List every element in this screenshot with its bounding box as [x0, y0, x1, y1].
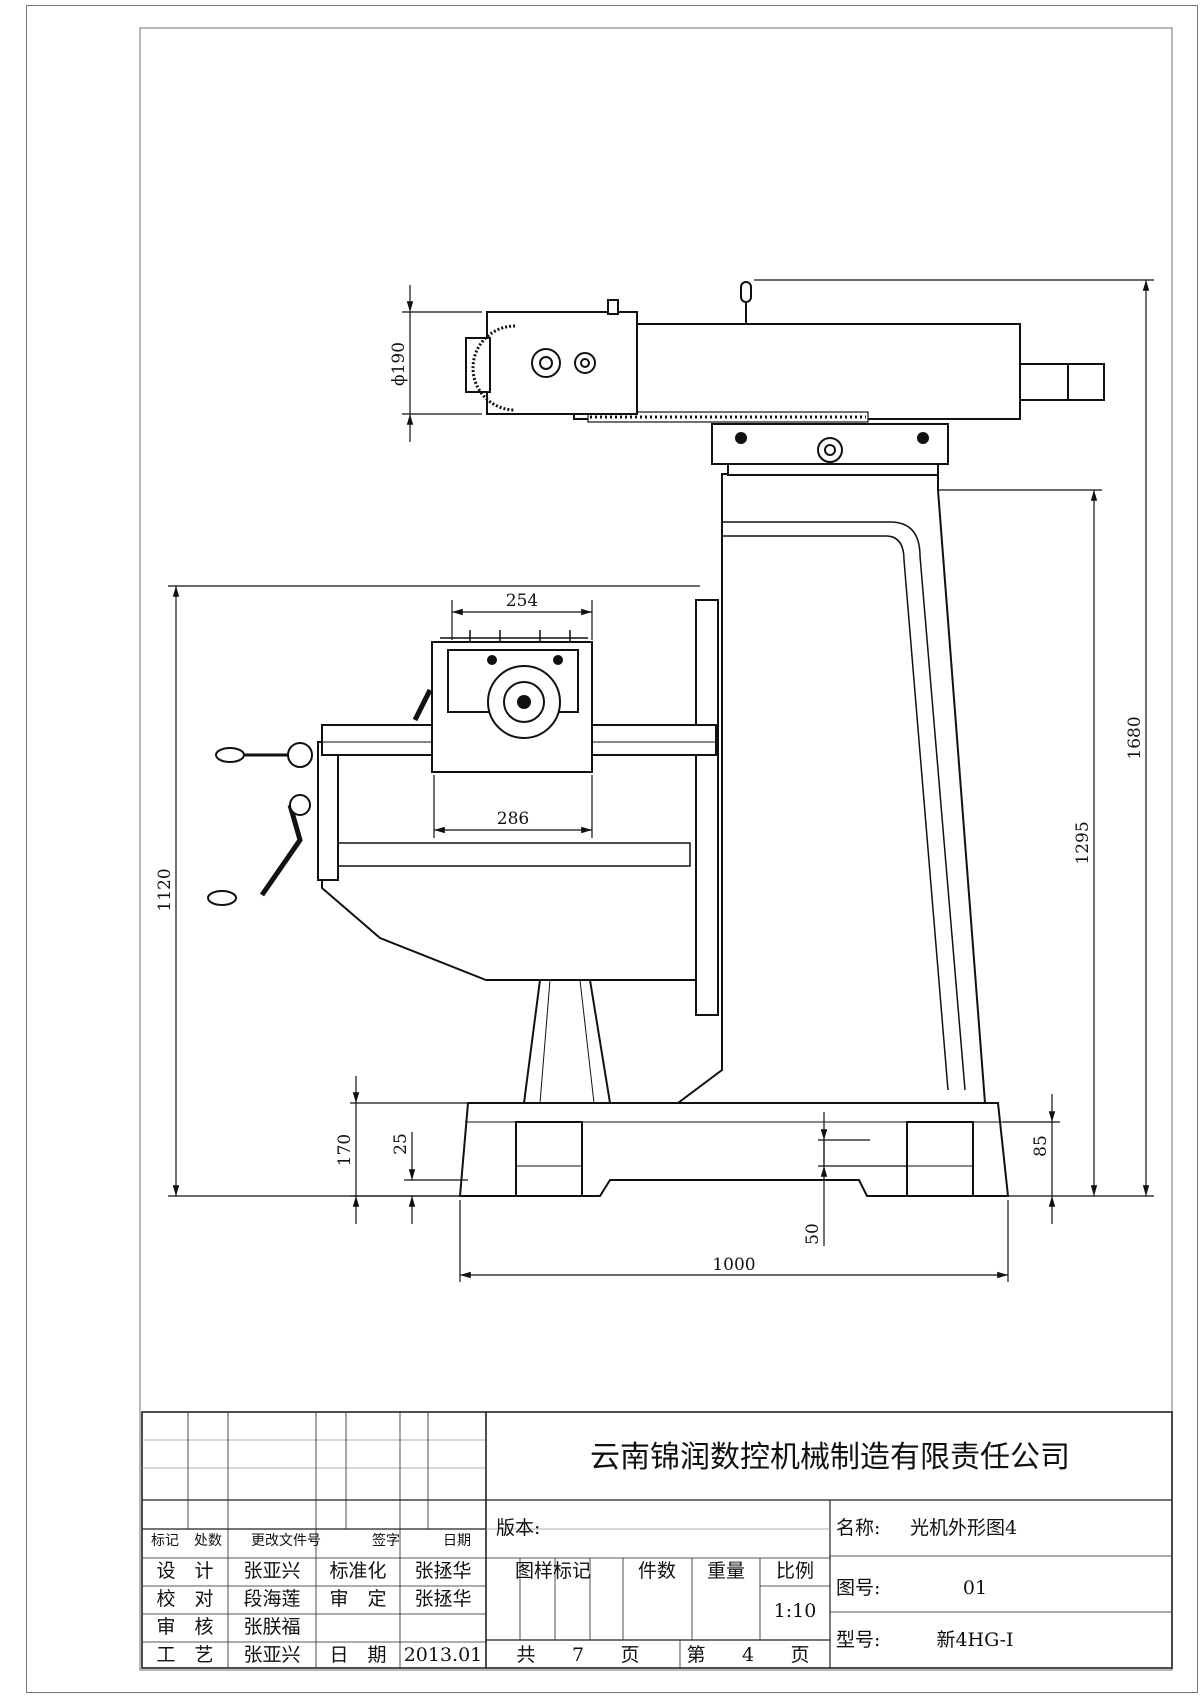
row-design-role: 设 计 — [156, 1560, 213, 1582]
dim-1680: 1680 — [1125, 716, 1145, 759]
dim-1295: 1295 — [1073, 821, 1093, 864]
row-review-name: 张朕福 — [243, 1616, 300, 1638]
row-check-role: 校 对 — [156, 1588, 213, 1610]
row-check-name: 段海莲 — [243, 1588, 300, 1610]
scale-label: 比例 — [776, 1560, 814, 1582]
rev-header-mark: 标记 — [151, 1533, 179, 1549]
dim-170: 170 — [335, 1134, 355, 1166]
row-process-role2: 日 期 — [329, 1644, 386, 1666]
rev-header-count: 处数 — [194, 1533, 222, 1549]
stage-label: 图样标记 — [515, 1560, 591, 1582]
scale-value: 1:10 — [774, 1600, 817, 1622]
drawing-no-label: 图号: — [836, 1577, 880, 1599]
row-design-name: 张亚兴 — [243, 1560, 300, 1582]
row-check-name2: 张拯华 — [414, 1588, 471, 1610]
total-pages: 7 — [572, 1644, 584, 1666]
title-block-text: 云南锦润数控机械制造有限责任公司 版本: 标记 处数 更改文件号 签字 日期 设… — [151, 1440, 1070, 1666]
dim-1120: 1120 — [155, 868, 175, 911]
rev-header-docno: 更改文件号 — [251, 1533, 321, 1549]
dim-85: 85 — [1031, 1135, 1051, 1157]
name-label: 名称: — [836, 1517, 880, 1539]
weight-label: 重量 — [707, 1560, 745, 1582]
dimension-labels: ϕ190 254 286 1120 1680 1295 170 25 85 50… — [155, 342, 1145, 1275]
sheet-unit: 页 — [790, 1644, 809, 1666]
dim-286: 286 — [497, 809, 529, 829]
row-process-name2: 2013.01 — [404, 1644, 483, 1666]
sheet-label: 第 — [686, 1644, 705, 1666]
row-check-role2: 审 定 — [329, 1588, 386, 1610]
qty-label: 件数 — [638, 1560, 676, 1582]
outer-border — [26, 5, 1198, 1693]
rev-header-sign: 签字 — [372, 1532, 400, 1549]
dim-25: 25 — [391, 1133, 411, 1155]
dim-1000: 1000 — [712, 1255, 755, 1275]
row-design-role2: 标准化 — [329, 1560, 386, 1582]
row-review-role: 审 核 — [156, 1616, 213, 1638]
version-label: 版本: — [496, 1517, 540, 1539]
inner-frame — [139, 27, 1173, 1671]
rev-header-date: 日期 — [443, 1533, 471, 1549]
title-block — [141, 1411, 1173, 1669]
sheet-no: 4 — [742, 1644, 754, 1666]
company-name: 云南锦润数控机械制造有限责任公司 — [590, 1440, 1070, 1475]
name-value: 光机外形图4 — [910, 1517, 1017, 1539]
row-process-name: 张亚兴 — [243, 1644, 300, 1666]
model-value: 新4HG-I — [936, 1629, 1013, 1651]
row-process-role: 工 艺 — [156, 1644, 213, 1666]
dimension-lines — [168, 279, 1154, 1282]
drawing-no-value: 01 — [963, 1577, 987, 1599]
dim-254: 254 — [506, 591, 538, 611]
milling-machine — [207, 281, 1105, 1197]
total-unit: 页 — [620, 1644, 639, 1666]
row-design-name2: 张拯华 — [414, 1560, 471, 1582]
dim-50: 50 — [803, 1223, 823, 1245]
model-label: 型号: — [836, 1629, 880, 1651]
dim-diameter-190: ϕ190 — [389, 342, 409, 386]
total-label: 共 — [516, 1644, 535, 1666]
